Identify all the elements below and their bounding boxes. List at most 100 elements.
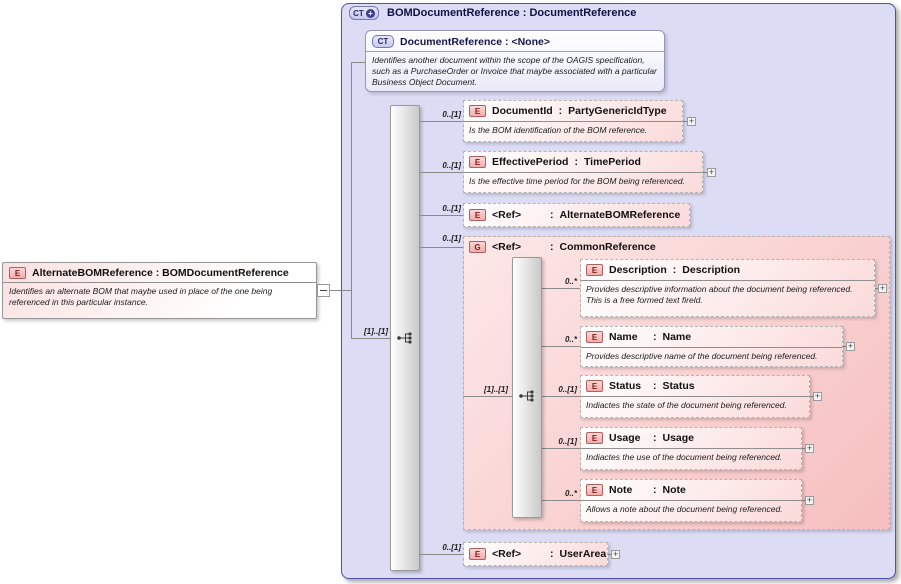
sequence-bar-group: [512, 257, 542, 518]
element-badge-icon: E: [586, 264, 603, 276]
element-name: DocumentId: [492, 105, 553, 117]
element-box-ref-userarea[interactable]: E <Ref> : UserArea: [463, 542, 608, 566]
element-description: Is the BOM identification of the BOM ref…: [469, 125, 648, 135]
source-title: AlternateBOMReference : BOMDocumentRefer…: [32, 267, 289, 279]
complex-type-header: CT+ BOMDocumentReference : DocumentRefer…: [349, 6, 636, 20]
element-name: Description: [609, 264, 667, 276]
element-colon: :: [550, 548, 554, 560]
element-type: UserArea: [559, 548, 607, 560]
element-title-row: E EffectivePeriod : TimePeriod: [464, 152, 702, 173]
element-box-usage[interactable]: E Usage : Usage Indiactes the use of the…: [580, 427, 802, 470]
minus-icon: [320, 290, 327, 291]
group-colon: :: [550, 241, 554, 253]
cardinality-group-sequence: [1]..[1]: [484, 385, 508, 394]
cardinality-description: 0..*: [564, 277, 577, 286]
collapse-toggle-source-element[interactable]: [317, 284, 330, 297]
base-type-box-documentreference[interactable]: CT DocumentReference : <None> Identifies…: [365, 30, 665, 92]
element-title-row: E Name : Name: [581, 327, 842, 348]
cardinality-effectiveperiod: 0..[1]: [442, 161, 461, 170]
element-type: Description: [682, 264, 741, 276]
element-box-status[interactable]: E Status : Status Indiactes the state of…: [580, 375, 810, 418]
ct-badge-label: CT: [353, 8, 364, 18]
element-type: Status: [662, 380, 695, 392]
cardinality-usage: 0..[1]: [558, 437, 577, 446]
element-name: Name: [609, 331, 638, 343]
element-type: TimePeriod: [583, 156, 641, 168]
source-description: Identifies an alternate BOM that maybe u…: [9, 286, 273, 308]
element-badge-icon: E: [586, 331, 603, 343]
cardinality-documentid: 0..[1]: [442, 110, 461, 119]
complex-type-name: BOMDocumentReference: [387, 7, 520, 19]
element-title-row: E Status : Status: [581, 376, 809, 397]
cardinality-note: 0..*: [564, 489, 577, 498]
element-name: <Ref>: [492, 209, 522, 221]
element-box-name[interactable]: E Name : Name Provides descriptive name …: [580, 326, 843, 367]
element-box-documentid[interactable]: E DocumentId : PartyGenericIdType Is the…: [463, 100, 683, 142]
element-colon: :: [672, 264, 677, 276]
element-badge-icon: E: [586, 380, 603, 392]
base-type-description: Identifies another document within the s…: [372, 55, 657, 88]
element-title-row: E Note : Note: [581, 480, 801, 501]
cardinality-group-commonreference: 0..[1]: [442, 234, 461, 243]
element-title-row: E Usage : Usage: [581, 428, 801, 449]
element-name: Status: [609, 380, 642, 392]
title-colon: :: [522, 7, 527, 19]
element-type: AlternateBOMReference: [559, 209, 681, 221]
element-colon: :: [653, 432, 657, 444]
element-type: Note: [662, 484, 686, 496]
expand-button-effectiveperiod[interactable]: +: [707, 167, 716, 177]
complex-type-base: DocumentReference: [529, 7, 637, 19]
element-badge-icon: E: [469, 548, 486, 560]
element-box-ref-alternatebomreference[interactable]: E <Ref> : AlternateBOMReference: [463, 203, 690, 227]
element-name: Note: [609, 484, 633, 496]
base-type-title-row: CT DocumentReference : <None>: [366, 31, 664, 52]
ct-badge-icon: CT: [372, 35, 394, 48]
element-badge-icon: E: [469, 105, 486, 117]
element-title-row: E DocumentId : PartyGenericIdType: [464, 101, 682, 122]
element-description: Is the effective time period for the BOM…: [469, 176, 685, 186]
group-type: CommonReference: [559, 241, 656, 253]
element-type: Usage: [662, 432, 695, 444]
cardinality-name: 0..*: [564, 335, 577, 344]
element-name: Usage: [609, 432, 641, 444]
element-title-row: E <Ref> : UserArea: [464, 543, 607, 565]
element-box-note[interactable]: E Note : Note Allows a note about the do…: [580, 479, 802, 522]
element-type: PartyGenericIdType: [568, 105, 667, 117]
group-name: <Ref>: [492, 241, 522, 253]
element-box-description[interactable]: E Description : Description Provides des…: [580, 259, 875, 317]
cardinality-main-sequence: [1]..[1]: [364, 327, 388, 336]
complex-type-title: BOMDocumentReference : DocumentReference: [387, 7, 636, 19]
expand-button-note[interactable]: +: [805, 495, 814, 505]
expand-button-status[interactable]: +: [813, 391, 822, 401]
element-description: Provides descriptive name of the documen…: [586, 351, 818, 361]
sequence-icon-group: [519, 390, 534, 402]
sequence-icon-main: [397, 332, 412, 344]
element-title-row: E Description : Description: [581, 260, 874, 281]
element-colon: :: [653, 331, 657, 343]
element-badge-icon: E: [9, 267, 26, 279]
element-name: EffectivePeriod: [492, 156, 569, 168]
element-colon: :: [574, 156, 578, 168]
base-type-title: DocumentReference : <None>: [400, 35, 550, 48]
group-title-row: G <Ref> : CommonReference: [464, 237, 889, 257]
cardinality-ref-alternatebomreference: 0..[1]: [442, 204, 461, 213]
element-box-effectiveperiod[interactable]: E EffectivePeriod : TimePeriod Is the ef…: [463, 151, 703, 193]
element-badge-icon: E: [469, 156, 486, 168]
expand-button-usage[interactable]: +: [805, 443, 814, 453]
circle-plus-icon: +: [365, 8, 375, 18]
expand-button-userarea[interactable]: +: [611, 549, 620, 559]
expand-button-documentid[interactable]: +: [687, 116, 696, 126]
element-description: Provides descriptive information about t…: [586, 284, 853, 306]
element-description: Indiactes the state of the document bein…: [586, 400, 787, 410]
element-colon: :: [550, 209, 554, 221]
expand-button-name[interactable]: +: [846, 341, 855, 351]
group-badge-icon: G: [469, 241, 486, 253]
element-type: Name: [662, 331, 692, 343]
cardinality-status: 0..[1]: [558, 385, 577, 394]
element-title-row: E <Ref> : AlternateBOMReference: [464, 204, 689, 226]
element-box-alternatebomreference-source[interactable]: E AlternateBOMReference : BOMDocumentRef…: [2, 262, 317, 319]
expand-button-description[interactable]: +: [878, 283, 887, 293]
element-name: <Ref>: [492, 548, 522, 560]
element-badge-icon: E: [469, 209, 486, 221]
